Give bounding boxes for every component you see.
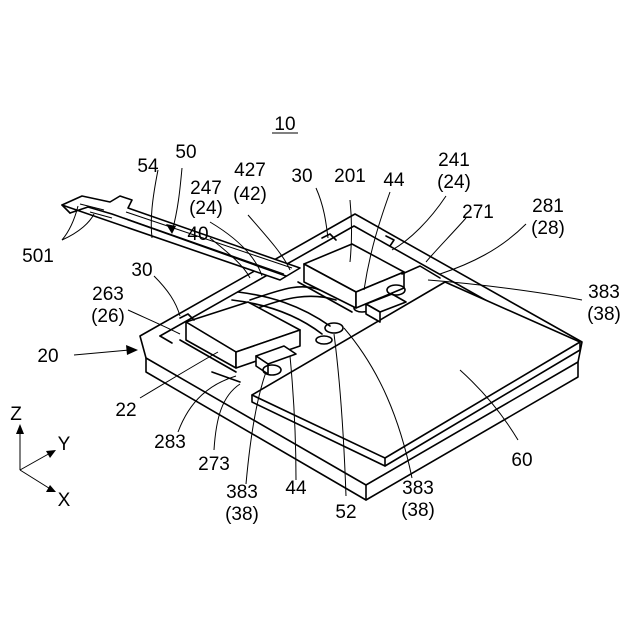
label-247: 247 [190,178,222,199]
label-281: 281 [532,196,564,217]
label-54: 54 [137,156,159,177]
label-383-right-ref: (38) [587,304,621,325]
flexible-cable [62,196,300,280]
label-427: 427 [234,160,266,181]
coordinate-axes [16,424,56,492]
label-271: 271 [462,202,494,223]
label-273: 273 [198,454,230,475]
label-60: 60 [511,450,532,471]
label-40: 40 [187,224,208,245]
label-44-top: 44 [383,170,405,191]
label-383-right: 383 [588,282,620,303]
label-281-ref: (28) [531,218,565,239]
label-44-bottom: 44 [285,478,307,499]
label-501: 501 [22,246,54,267]
label-263-ref: (26) [91,306,125,327]
label-283: 283 [154,432,186,453]
label-30-left: 30 [131,260,152,281]
label-201: 201 [334,166,366,187]
label-263: 263 [92,284,124,305]
label-50: 50 [175,142,196,163]
axis-label-z: Z [10,404,22,425]
axis-label-y: Y [58,434,71,455]
axis-label-x: X [58,490,71,511]
label-383-middle-ref: (38) [401,500,435,521]
label-427-ref: (42) [233,184,267,205]
label-30-top: 30 [291,166,312,187]
label-383-left-ref: (38) [225,504,259,525]
label-10: 10 [274,114,295,135]
label-241: 241 [438,150,470,171]
label-383-left: 383 [226,482,258,503]
label-241-ref: (24) [437,172,471,193]
label-247-ref: (24) [189,198,223,219]
label-22: 22 [115,400,136,421]
label-383-middle: 383 [402,478,434,499]
label-20: 20 [37,346,58,367]
label-52: 52 [335,502,356,523]
